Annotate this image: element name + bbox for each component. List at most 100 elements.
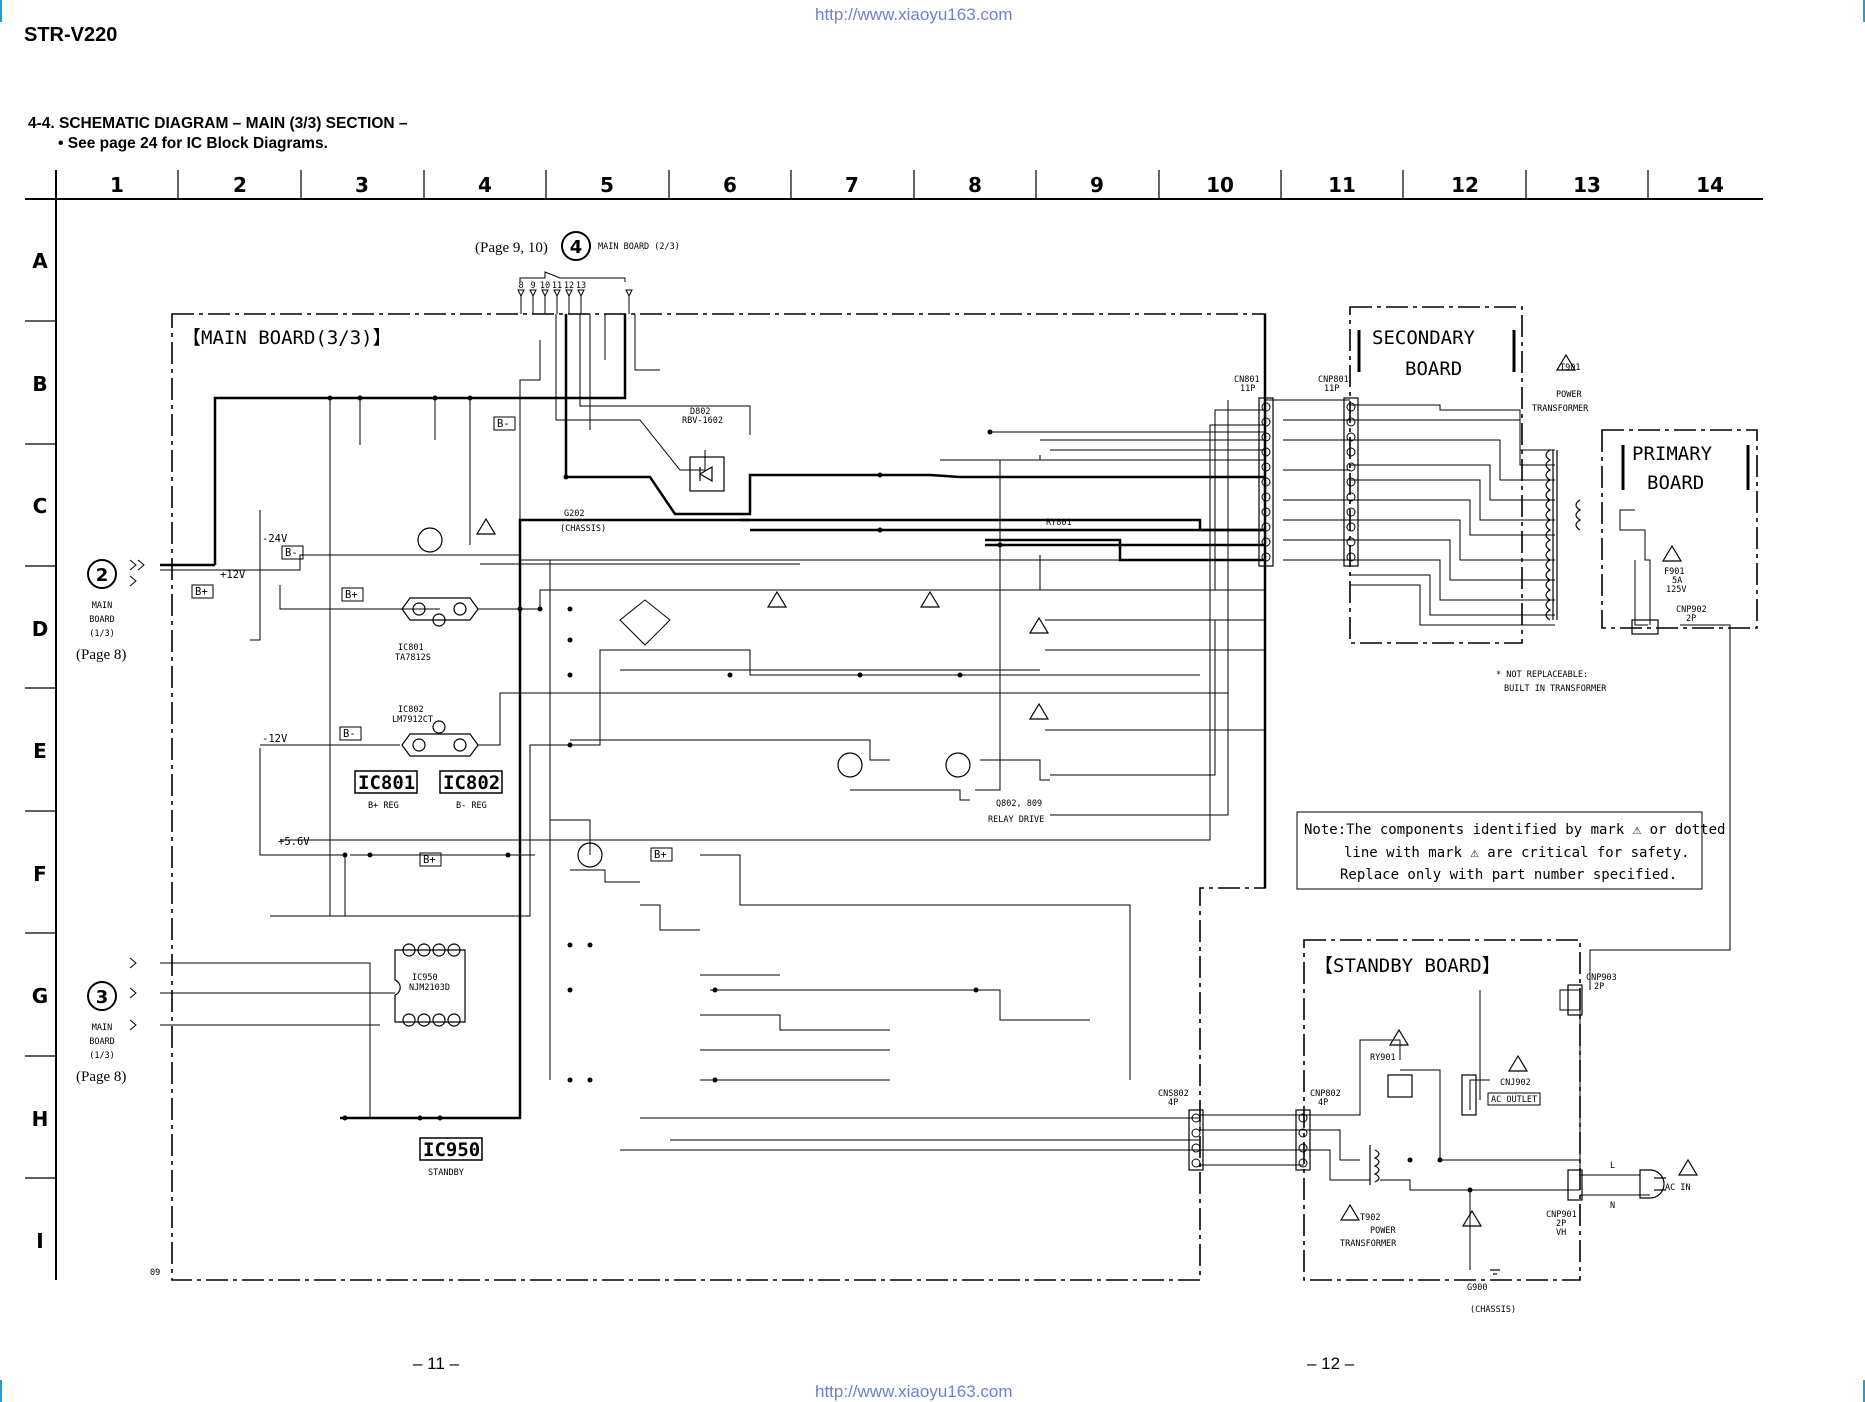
row-label: E bbox=[33, 739, 47, 763]
svg-text:CNS802: CNS802 bbox=[1158, 1089, 1189, 1099]
f901-label: F901 5A 125V bbox=[1664, 567, 1686, 595]
svg-text:BUILT IN TRANSFORMER: BUILT IN TRANSFORMER bbox=[1504, 684, 1607, 694]
svg-text:BOARD: BOARD bbox=[89, 1037, 115, 1047]
left-ref-circle-2 bbox=[87, 559, 117, 589]
svg-text:09: 09 bbox=[150, 1268, 160, 1278]
safety-note-line1: Note:The components identified by mark ⚠… bbox=[1304, 822, 1725, 838]
safety-note-line3: Replace only with part number specified. bbox=[1340, 867, 1677, 883]
svg-text:B+: B+ bbox=[423, 854, 436, 866]
crop-mark bbox=[0, 1380, 2, 1402]
top-bus bbox=[517, 271, 633, 314]
col-label: 10 bbox=[1206, 173, 1234, 197]
svg-text:L: L bbox=[1610, 1161, 1615, 1171]
standby-labels: RY901 CNJ902 AC OUTLET AC IN L N T902 PO… bbox=[150, 509, 1691, 1315]
left-ref-number-3: 3 bbox=[96, 987, 109, 1008]
svg-text:B+ REG: B+ REG bbox=[368, 801, 399, 811]
svg-text:CNP902: CNP902 bbox=[1676, 605, 1707, 615]
bplus-bminus-tags: B- B+ B+ B- B- B+ B+ bbox=[191, 416, 673, 867]
section-subtitle: • See page 24 for IC Block Diagrams. bbox=[58, 135, 328, 152]
row-label: G bbox=[32, 984, 48, 1008]
secondary-board-title: BOARD bbox=[1405, 358, 1462, 380]
thin-wiring bbox=[160, 314, 1731, 1270]
main-board-outline bbox=[171, 313, 1266, 1281]
svg-text:RY801: RY801 bbox=[1046, 518, 1072, 528]
col-label: 6 bbox=[723, 173, 737, 197]
svg-text:B+: B+ bbox=[195, 586, 208, 598]
main-board-title: 【MAIN BOARD(3/3)】 bbox=[182, 327, 392, 349]
top-page-ref: (Page 9, 10) bbox=[475, 240, 548, 256]
secondary-board-outline bbox=[1349, 306, 1523, 644]
col-label: 4 bbox=[478, 173, 492, 197]
safety-note-box bbox=[1296, 811, 1703, 890]
row-label: F bbox=[33, 862, 47, 886]
svg-text:CNP901: CNP901 bbox=[1546, 1210, 1577, 1220]
source-url-top[interactable]: http://www.xiaoyu163.com bbox=[815, 5, 1013, 24]
svg-text:11: 11 bbox=[552, 281, 562, 291]
svg-text:MAIN: MAIN bbox=[92, 1023, 112, 1033]
svg-text:-12V: -12V bbox=[262, 733, 288, 745]
svg-text:(CHASSIS): (CHASSIS) bbox=[560, 524, 606, 534]
connector-strips bbox=[1188, 397, 1659, 1201]
svg-text:* NOT REPLACEABLE:: * NOT REPLACEABLE: bbox=[1496, 670, 1588, 680]
svg-text:11P: 11P bbox=[1240, 384, 1255, 394]
source-url-bottom[interactable]: http://www.xiaoyu163.com bbox=[815, 1382, 1013, 1401]
diode-bridge bbox=[619, 599, 671, 646]
safety-note-line2: line with mark ⚠ are critical for safety… bbox=[1344, 845, 1690, 861]
col-label: 12 bbox=[1451, 173, 1479, 197]
svg-text:TA7812S: TA7812S bbox=[395, 653, 431, 663]
top-ref-number: 4 bbox=[570, 237, 583, 258]
svg-text:IC801: IC801 bbox=[398, 643, 424, 653]
svg-text:CNP802: CNP802 bbox=[1310, 1089, 1341, 1099]
svg-text:IC950: IC950 bbox=[412, 973, 438, 983]
svg-text:B- REG: B- REG bbox=[456, 801, 487, 811]
col-label: 2 bbox=[233, 173, 247, 197]
svg-text:2P: 2P bbox=[1556, 1219, 1566, 1229]
svg-text:CNP801: CNP801 bbox=[1318, 375, 1349, 385]
warning-icons bbox=[475, 353, 1699, 1227]
row-label: B bbox=[32, 372, 47, 396]
ic801-ic802-symbols bbox=[401, 597, 479, 757]
svg-text:B-: B- bbox=[285, 547, 298, 559]
standby-board-title: 【STANDBY BOARD】 bbox=[1314, 955, 1501, 977]
row-label: A bbox=[32, 249, 48, 273]
svg-text:NJM2103D: NJM2103D bbox=[409, 983, 450, 993]
primary-board-title: BOARD bbox=[1647, 472, 1704, 494]
secondary-board-title: SECONDARY bbox=[1372, 327, 1476, 349]
row-label: I bbox=[36, 1229, 43, 1253]
svg-text:11P: 11P bbox=[1324, 384, 1339, 394]
col-label: 1 bbox=[110, 173, 124, 197]
t901-transformer bbox=[1545, 449, 1582, 621]
svg-text:2P: 2P bbox=[1594, 982, 1604, 992]
not-replaceable-note: * NOT REPLACEABLE: BUILT IN TRANSFORMER bbox=[1496, 670, 1607, 694]
ic950-body bbox=[394, 943, 466, 1027]
svg-text:+5.6V: +5.6V bbox=[278, 836, 310, 848]
svg-text:RY901: RY901 bbox=[1370, 1053, 1396, 1063]
model-name: STR-V220 bbox=[24, 24, 118, 46]
svg-text:Q802, 809: Q802, 809 bbox=[996, 799, 1042, 809]
svg-text:POWER: POWER bbox=[1370, 1226, 1396, 1236]
col-label: 11 bbox=[1328, 173, 1356, 197]
col-label: 3 bbox=[355, 173, 369, 197]
svg-text:T901: T901 bbox=[1560, 363, 1580, 373]
svg-text:AC IN: AC IN bbox=[1665, 1183, 1691, 1193]
connector-pins bbox=[1191, 402, 1356, 1168]
standby-board-outline bbox=[1303, 939, 1581, 1281]
svg-text:-24V: -24V bbox=[262, 533, 288, 545]
svg-text:IC802: IC802 bbox=[398, 705, 424, 715]
row-label: D bbox=[32, 617, 49, 641]
col-label: 7 bbox=[845, 173, 859, 197]
svg-text:(1/3): (1/3) bbox=[89, 629, 115, 639]
svg-text:F901: F901 bbox=[1664, 567, 1684, 577]
svg-text:CNP903: CNP903 bbox=[1586, 973, 1617, 983]
svg-text:D802: D802 bbox=[690, 407, 710, 417]
crop-mark bbox=[1863, 0, 1865, 22]
svg-text:RBV-1602: RBV-1602 bbox=[682, 416, 723, 426]
ic801-label: IC801 bbox=[358, 772, 415, 794]
svg-text:10: 10 bbox=[540, 281, 550, 291]
left-ref-arrows bbox=[129, 559, 145, 1031]
svg-text:LM7912CT: LM7912CT bbox=[392, 715, 433, 725]
top-ref-circle bbox=[561, 231, 591, 261]
ic802-body bbox=[401, 733, 479, 757]
ic802-label: IC802 bbox=[443, 772, 500, 794]
